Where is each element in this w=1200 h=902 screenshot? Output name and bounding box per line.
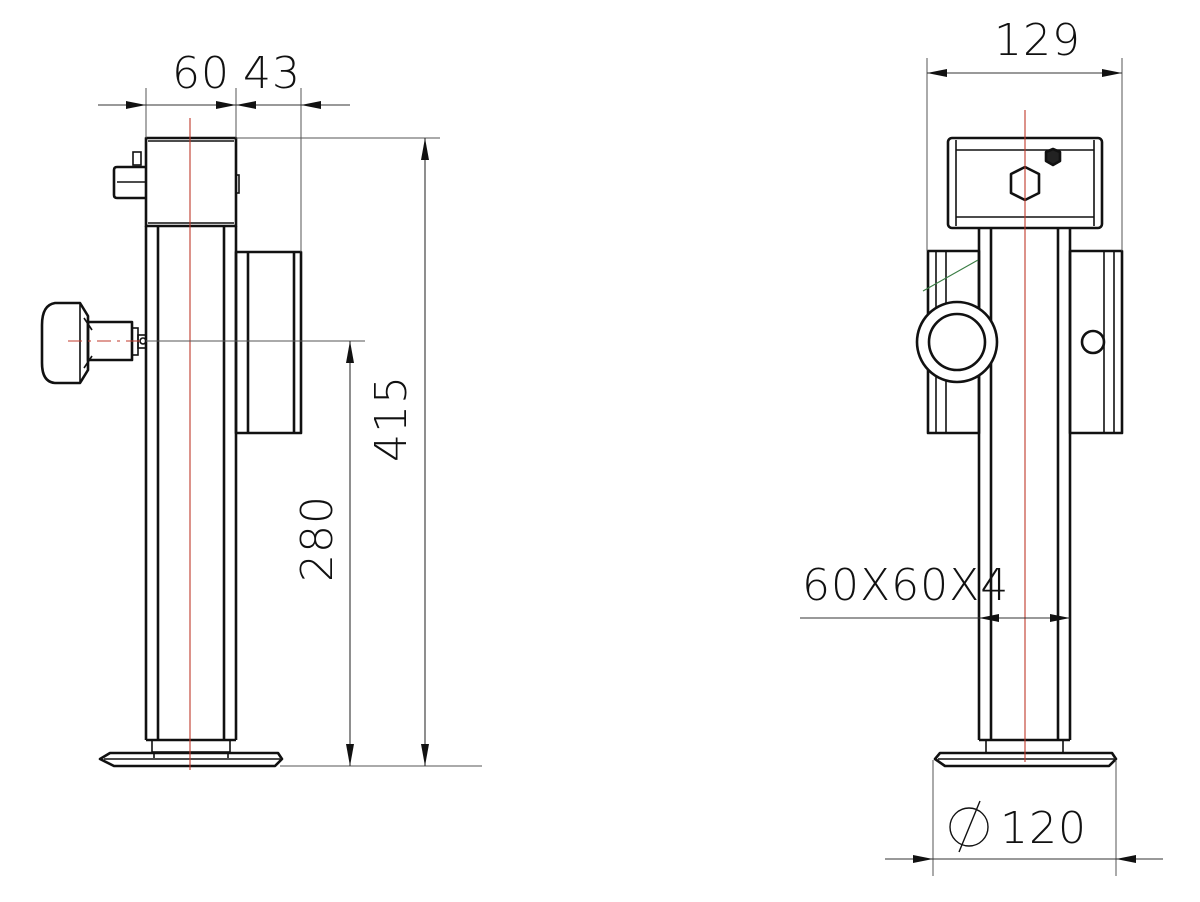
dim-label-129: 129 xyxy=(994,15,1081,66)
dim-280: 280 xyxy=(292,341,354,766)
crank-boss xyxy=(915,300,999,384)
input-shaft-stub xyxy=(112,165,146,200)
dim-129: 129 xyxy=(926,15,1123,251)
dim-label-280: 280 xyxy=(292,495,343,582)
dim-diameter-120: 120 xyxy=(885,760,1163,876)
dim-label-60: 60 xyxy=(172,48,230,99)
dim-60-43: 60 43 xyxy=(98,48,350,252)
dim-tube-size: 60X60X4 xyxy=(800,560,1070,622)
dim-label-120: 120 xyxy=(1000,803,1087,854)
dim-label-43: 43 xyxy=(243,48,301,99)
front-view: 129 60X60X4 120 xyxy=(800,15,1163,876)
mounting-bracket xyxy=(234,250,303,435)
dim-label-tube-size: 60X60X4 xyxy=(802,560,1009,611)
side-view: 60 43 415 280 xyxy=(40,48,482,770)
foot-plate xyxy=(98,739,284,768)
crank-handle xyxy=(40,301,147,385)
dim-label-415: 415 xyxy=(366,375,417,462)
main-tube xyxy=(144,226,238,742)
handle-knob xyxy=(40,301,90,385)
dim-415: 415 xyxy=(366,138,429,766)
diameter-symbol-icon xyxy=(949,800,989,853)
mounting-bracket-front xyxy=(926,249,1124,435)
gearbox-housing xyxy=(144,136,238,228)
bolt-hole xyxy=(1080,329,1106,355)
grease-nipple xyxy=(1044,147,1062,167)
